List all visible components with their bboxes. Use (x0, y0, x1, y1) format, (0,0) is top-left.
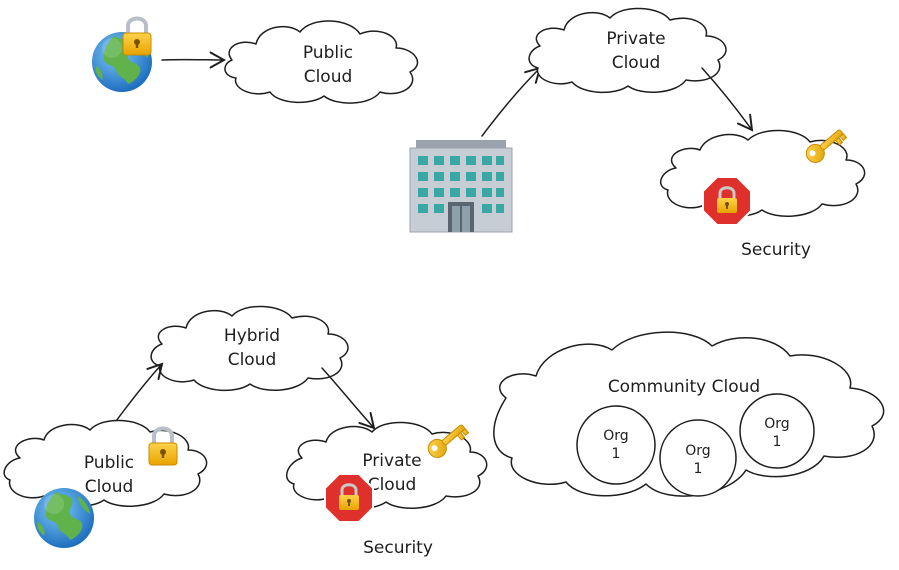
private-cloud-bottom-label-2: Cloud (368, 475, 417, 495)
org-label-2-line2: 1 (694, 461, 703, 477)
bottom-right-group: Community Cloud Org 1 Org 1 Org 1 (493, 331, 885, 497)
stop-lock-icon (323, 472, 375, 524)
security-label-bottom: Security (363, 538, 433, 558)
stop-lock-icon (701, 175, 753, 227)
arrow-private-cloud-to-security (701, 67, 754, 132)
public-cloud-bottom-label-2: Cloud (85, 477, 134, 497)
org-circle-3: Org 1 (739, 393, 815, 469)
public-cloud-bottom-shape (3, 419, 208, 508)
lock-icon (121, 16, 153, 57)
private-cloud-shape (528, 7, 727, 94)
org-label-2-line1: Org (685, 443, 710, 459)
top-left-group: Public Cloud (92, 16, 419, 104)
org-label-3-line2: 1 (773, 434, 782, 450)
private-cloud-bottom-label-1: Private (362, 451, 421, 471)
hybrid-cloud-shape (150, 305, 349, 392)
globe-icon (34, 488, 94, 548)
hybrid-cloud-label-2: Cloud (228, 350, 277, 370)
org-label-3-line1: Org (764, 416, 789, 432)
public-cloud-label-2: Cloud (304, 67, 353, 87)
org-circle-2: Org 1 (659, 419, 737, 497)
private-cloud-label-2: Cloud (612, 53, 661, 73)
public-cloud-bottom-label-1: Public (84, 453, 134, 473)
org-label-1-line2: 1 (612, 446, 621, 462)
security-cloud-shape (659, 129, 866, 218)
arrow-hybrid-to-private (321, 367, 376, 430)
security-label-top: Security (741, 240, 811, 260)
hybrid-cloud-label-1: Hybrid (224, 326, 280, 346)
org-label-1-line1: Org (603, 428, 628, 444)
public-cloud-shape (224, 20, 419, 104)
private-cloud-label-1: Private (606, 29, 665, 49)
community-cloud-label: Community Cloud (608, 377, 760, 397)
arrow-building-to-private-cloud (481, 66, 542, 137)
org-circle-1: Org 1 (576, 405, 656, 485)
building-icon (409, 140, 513, 233)
bottom-left-group: Hybrid Cloud Public Cloud Private Cloud … (3, 305, 488, 558)
top-right-group: Private Cloud Security (409, 7, 866, 260)
public-cloud-label-1: Public (303, 43, 353, 63)
